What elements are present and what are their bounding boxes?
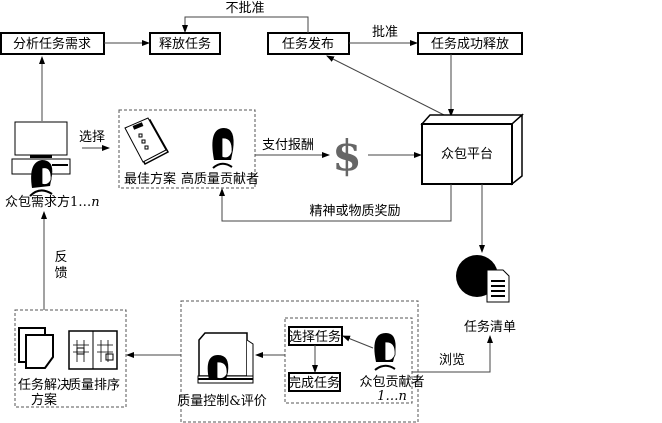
complete-task-node: 完成任务 (288, 372, 341, 392)
platform-to-publish-arrow (326, 55, 451, 119)
clipboard-icon (124, 117, 170, 166)
browse-arrow (412, 335, 493, 373)
release-label: 释放任务 (159, 36, 211, 52)
success-node: 任务成功释放 (417, 32, 523, 55)
contributor-label: 众包贡献者 (359, 375, 424, 390)
svg-text:$: $ (332, 131, 361, 180)
top-contributor-icon (212, 128, 234, 169)
platform-label: 众包平台 (441, 147, 493, 162)
reject-arrow (182, 16, 309, 33)
feedback-label-1: 反 (54, 250, 67, 265)
quality-group (180, 300, 419, 423)
release-node: 释放任务 (149, 32, 221, 55)
solution-group (14, 309, 127, 408)
requester-icon (11, 121, 71, 197)
pay-label: 支付报酬 (262, 138, 314, 153)
select-task-node: 选择任务 (288, 326, 343, 346)
task-list-label: 任务清单 (464, 319, 516, 335)
platform-node: 众包平台 (420, 113, 524, 186)
contributor-group (284, 317, 413, 404)
best-solution-label: 最佳方案 (124, 171, 176, 187)
money-icon: $ (332, 131, 361, 180)
browse-label: 浏览 (439, 352, 465, 368)
contributor-icon (374, 333, 396, 371)
contributor-to-select-arrow (342, 335, 374, 349)
feedback-label-2: 馈 (54, 266, 67, 281)
document-icon (18, 327, 54, 369)
success-label: 任务成功释放 (431, 36, 509, 52)
publish-label: 任务发布 (282, 36, 334, 52)
task-list-icon (456, 255, 510, 303)
publish-node: 任务发布 (267, 32, 350, 55)
reward-arrow (219, 184, 452, 222)
choose-label: 选择 (79, 130, 105, 145)
solution-label-line2: 方案 (31, 392, 57, 408)
analyze-node: 分析任务需求 (0, 32, 105, 55)
top-contributor-label: 高质量贡献者 (181, 171, 259, 187)
quality-control-label: 质量控制&评价 (177, 394, 267, 409)
quality-rank-label: 质量排序 (68, 378, 120, 393)
quality-control-icon (197, 332, 254, 384)
reward-label: 精神或物质奖励 (309, 204, 400, 219)
requester-label: 众包需求方1…n (5, 194, 100, 210)
ranking-book-icon (68, 330, 118, 370)
selection-group (118, 109, 256, 189)
solution-label-line1: 任务解决 (18, 377, 70, 393)
reject-label: 不批准 (225, 1, 264, 16)
approve-label: 批准 (372, 25, 398, 40)
select-task-label: 选择任务 (289, 329, 341, 345)
contributor-n-label: 1…n (377, 389, 407, 404)
complete-task-label: 完成任务 (288, 375, 340, 391)
analyze-label: 分析任务需求 (13, 36, 91, 52)
